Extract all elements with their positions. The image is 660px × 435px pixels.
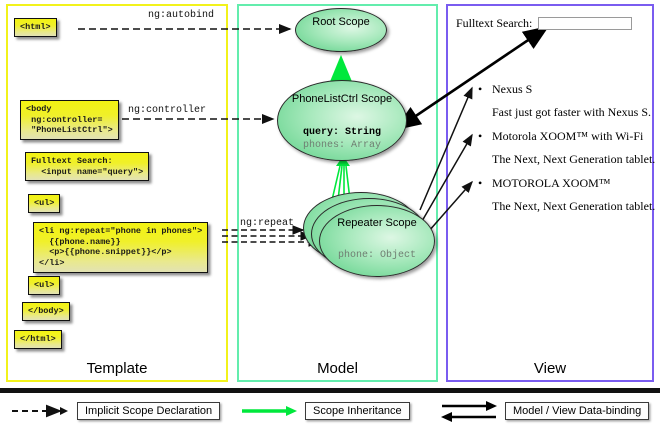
code-box-html-close: </html>	[14, 330, 62, 349]
legend-arrow-green-icon	[242, 406, 297, 416]
list-item-desc: The Next, Next Generation tablet.	[492, 152, 656, 166]
view-search-row: Fulltext Search:	[456, 16, 633, 31]
scope-root-title: Root Scope	[312, 16, 370, 28]
scope-root: Root Scope	[295, 8, 387, 52]
code-box-li-repeat: <li ng:repeat="phone in phones"> {{phone…	[33, 222, 209, 273]
prop-query: query: String	[302, 127, 381, 138]
legend-item-inheritance: Scope Inheritance	[240, 402, 410, 420]
code-box-ul-close: <ul>	[28, 276, 61, 295]
list-item-desc: Fast just got faster with Nexus S.	[492, 105, 651, 119]
code-box-html: <html>	[14, 18, 57, 37]
legend-arrow-dashed-icon	[12, 404, 68, 418]
legend-arrow-double-icon	[441, 401, 497, 422]
search-label: Fulltext Search:	[456, 16, 533, 30]
code-box-search: Fulltext Search: <input name="query">	[25, 152, 150, 182]
legend-label-databinding: Model / View Data-binding	[505, 402, 650, 420]
list-item-desc: The Next, Next Generation tablet.	[492, 199, 656, 213]
list-item-name: Nexus S	[492, 82, 533, 96]
legend-label-inheritance: Scope Inheritance	[305, 402, 410, 420]
legend-item-implicit: Implicit Scope Declaration	[10, 402, 221, 420]
list-bullet: •	[478, 176, 483, 190]
panel-label-template: Template	[86, 360, 148, 377]
code-box-body: <body ng:controller= "PhoneListCtrl">	[20, 100, 119, 140]
panel-label-model: Model	[317, 360, 358, 377]
label-ng-autobind: ng:autobind	[148, 10, 215, 21]
legend-item-databinding: Model / View Data-binding	[440, 398, 650, 424]
code-box-ul-open: <ul>	[28, 194, 61, 213]
legend-divider	[0, 388, 660, 393]
list-bullet: •	[478, 129, 483, 143]
scope-phonelistctrl: PhoneListCtrl Scope query: String phones…	[277, 80, 407, 161]
label-ng-repeat: ng:repeat	[240, 218, 295, 229]
scope-repeater: Repeater Scope phone: Object	[319, 205, 435, 277]
prop-phone: phone: Object	[337, 250, 416, 261]
panel-label-view: View	[533, 360, 567, 377]
prop-phones: phones: Array	[302, 140, 381, 151]
scope-phonelistctrl-title: PhoneListCtrl Scope	[291, 93, 393, 105]
legend: Implicit Scope Declaration Scope Inherit…	[0, 396, 660, 435]
label-ng-controller: ng:controller	[128, 105, 207, 116]
panel-model	[237, 4, 438, 382]
list-item-name: Motorola XOOM™ with Wi-Fi	[492, 129, 644, 143]
view-content: Fulltext Search: • Nexus S Fast just got…	[452, 10, 655, 240]
scope-phonelistctrl-props: query: String phones: Array	[278, 126, 406, 152]
search-input[interactable]	[538, 17, 633, 30]
legend-label-implicit: Implicit Scope Declaration	[77, 402, 221, 420]
list-item-name: MOTOROLA XOOM™	[492, 176, 611, 190]
panel-template	[6, 4, 228, 382]
code-box-body-close: </body>	[22, 302, 70, 321]
scope-repeater-title: Repeater Scope	[337, 217, 417, 229]
list-bullet: •	[478, 82, 483, 96]
